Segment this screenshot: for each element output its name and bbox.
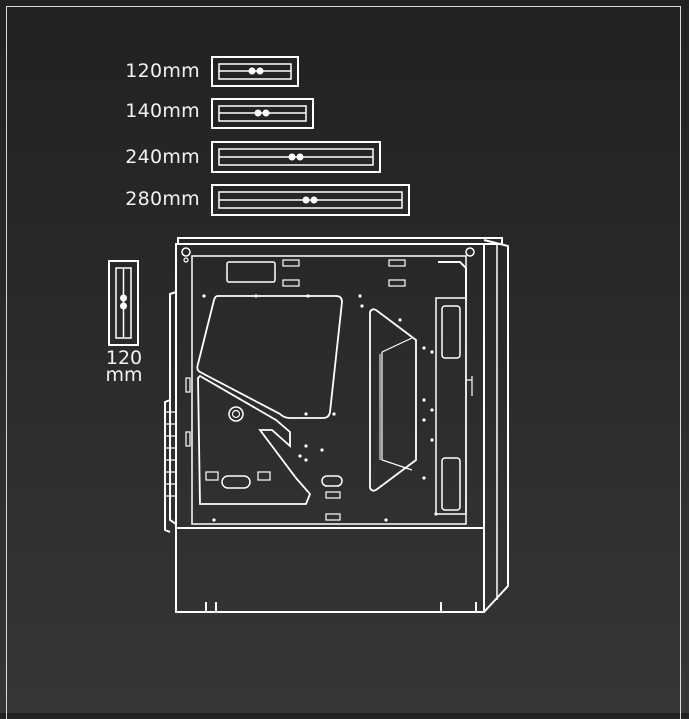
radiator-label-280: 280mm [125, 188, 200, 210]
radiator-label-240: 240mm [125, 146, 200, 168]
radiator-label-140: 140mm [125, 100, 200, 122]
rear-fan-radiator-icon [108, 260, 139, 346]
radiator-label-120: 120mm [125, 60, 200, 82]
radiator-280-icon [211, 184, 410, 216]
rear-fan-label: 120 mm [102, 347, 146, 386]
radiator-120-icon [211, 56, 299, 87]
rear-fan-size: 120 [105, 347, 143, 369]
radiator-140-icon [211, 98, 314, 129]
outer-frame [6, 6, 681, 719]
radiator-240-icon [211, 141, 381, 173]
rear-fan-unit: mm [105, 364, 143, 386]
pc-case [164, 237, 509, 613]
